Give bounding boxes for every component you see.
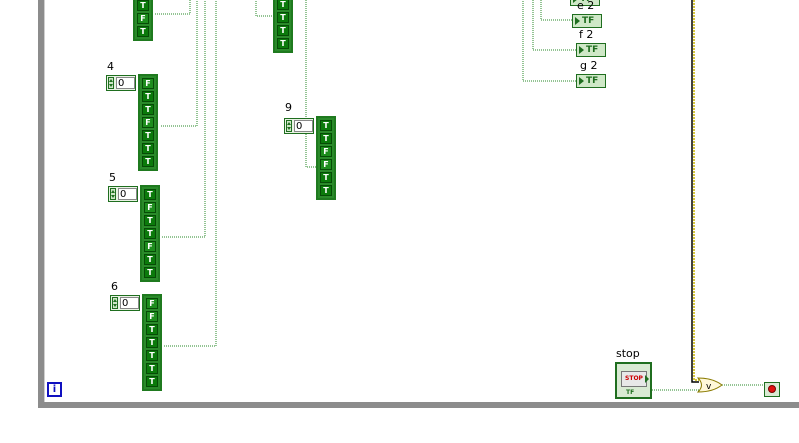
array-cell[interactable]: F — [146, 298, 158, 309]
wire-f2 — [532, 0, 576, 51]
increment-decrement-icon[interactable] — [286, 120, 292, 132]
array-cell[interactable]: T — [277, 25, 289, 36]
wire-array-4 — [161, 0, 198, 127]
indicator-e2[interactable]: TF — [572, 14, 602, 28]
array-4: F T T F T T T — [138, 74, 158, 171]
stop-if-true-icon — [768, 385, 776, 393]
array-cell[interactable]: T — [137, 0, 149, 11]
wire-top-left — [155, 0, 191, 15]
loop-condition-terminal[interactable] — [764, 382, 780, 397]
while-loop-left-border — [38, 0, 44, 408]
indicator-label-f2: f 2 — [579, 28, 594, 41]
array-9: T T F F T T — [316, 116, 336, 200]
array-cell[interactable]: F — [142, 78, 154, 89]
indicator-g2[interactable]: TF — [576, 74, 606, 88]
array-cell[interactable]: T — [277, 0, 289, 10]
array-cell[interactable]: T — [146, 337, 158, 348]
array-cell[interactable]: T — [277, 38, 289, 49]
array-cell[interactable]: F — [320, 146, 332, 157]
array-top-left: T F T — [133, 0, 153, 41]
array-top-mid: T T T T — [273, 0, 293, 53]
array-cell[interactable]: F — [320, 159, 332, 170]
stop-button-type: TF — [626, 389, 635, 396]
array-cell[interactable]: T — [137, 26, 149, 37]
while-loop-bottom-border — [38, 402, 799, 408]
array-cell[interactable]: T — [144, 267, 156, 278]
array-cell[interactable]: T — [142, 91, 154, 102]
array-cell[interactable]: T — [146, 324, 158, 335]
array-cell[interactable]: T — [146, 350, 158, 361]
stop-button-control[interactable]: STOP TF — [615, 362, 652, 399]
numeric-control-6[interactable]: 0 — [110, 295, 140, 311]
array-cell[interactable]: F — [144, 202, 156, 213]
increment-decrement-icon[interactable] — [112, 297, 118, 309]
control-label-4: 4 — [107, 60, 114, 73]
wire-array-6 — [164, 0, 217, 347]
svg-text:v: v — [706, 382, 712, 392]
numeric-value[interactable]: 0 — [116, 77, 135, 89]
wire-array-9 — [305, 0, 316, 168]
indicator-label-g2: g 2 — [580, 59, 598, 72]
indicator-f2[interactable]: TF — [576, 43, 606, 57]
array-cell[interactable]: T — [146, 376, 158, 387]
wire-e2 — [540, 0, 572, 21]
stop-label: stop — [616, 347, 640, 360]
array-cell[interactable]: T — [142, 143, 154, 154]
array-cell[interactable]: T — [144, 215, 156, 226]
wire-loop-bool — [693, 0, 699, 381]
wire-loop-shadow — [691, 0, 699, 383]
wire-array-5 — [162, 0, 206, 238]
control-label-9: 9 — [285, 101, 292, 114]
output-terminal-icon — [645, 375, 649, 383]
array-cell[interactable]: T — [142, 104, 154, 115]
wire-g2 — [522, 0, 576, 82]
numeric-control-5[interactable]: 0 — [108, 186, 138, 202]
increment-decrement-icon[interactable] — [110, 188, 116, 200]
array-cell[interactable]: T — [320, 185, 332, 196]
or-gate-icon[interactable]: v — [697, 377, 723, 393]
numeric-control-4[interactable]: 0 — [106, 75, 136, 91]
array-cell[interactable]: F — [142, 117, 154, 128]
array-cell[interactable]: T — [320, 120, 332, 131]
array-cell[interactable]: T — [144, 189, 156, 200]
numeric-control-9[interactable]: 0 — [284, 118, 314, 134]
array-5: T F T T F T T — [140, 185, 160, 282]
array-6: F F T T T T T — [142, 294, 162, 391]
array-cell[interactable]: T — [146, 363, 158, 374]
numeric-value[interactable]: 0 — [118, 188, 137, 200]
indicator-label-e2: e 2 — [577, 0, 595, 12]
array-cell[interactable]: T — [142, 130, 154, 141]
array-cell[interactable]: F — [137, 13, 149, 24]
increment-decrement-icon[interactable] — [108, 77, 114, 89]
array-cell[interactable]: T — [277, 12, 289, 23]
array-cell[interactable]: T — [320, 133, 332, 144]
wire-top-mid — [255, 0, 274, 17]
array-cell[interactable]: T — [142, 156, 154, 167]
numeric-value[interactable]: 0 — [120, 297, 139, 309]
numeric-value[interactable]: 0 — [294, 120, 313, 132]
control-label-5: 5 — [109, 171, 116, 184]
info-icon[interactable]: i — [47, 382, 62, 397]
indicator-partial-top[interactable]: TF — [570, 0, 600, 6]
array-cell[interactable]: F — [146, 311, 158, 322]
array-cell[interactable]: T — [144, 228, 156, 239]
array-cell[interactable]: F — [144, 241, 156, 252]
stop-button-face[interactable]: STOP — [621, 371, 647, 387]
while-loop-interior — [44, 0, 799, 402]
array-cell[interactable]: T — [144, 254, 156, 265]
control-label-6: 6 — [111, 280, 118, 293]
array-cell[interactable]: T — [320, 172, 332, 183]
